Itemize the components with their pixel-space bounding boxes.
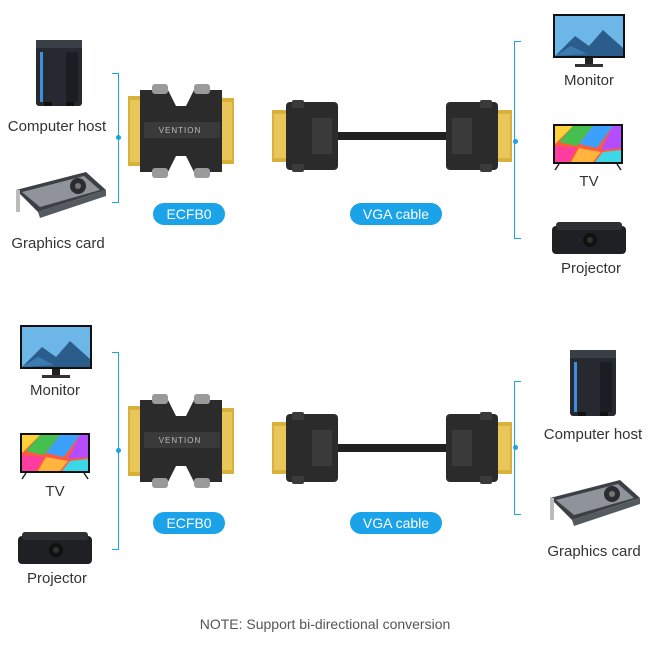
projector-icon (18, 532, 92, 564)
tv-icon (19, 432, 91, 480)
graphics-card-icon (16, 172, 106, 218)
bottom-adapter-label: ECFB0 (153, 512, 225, 534)
top-adapter-label: ECFB0 (153, 203, 225, 225)
vga-cable-image (272, 412, 512, 484)
bottom-left-device-1-label: Monitor (29, 382, 81, 399)
top-left-device-1-label: Computer host (7, 118, 107, 135)
top-right-bracket-dot (513, 139, 518, 144)
top-right-device-1-label: Monitor (563, 72, 615, 89)
tv-icon (552, 123, 624, 171)
bottom-left-bracket-dot (116, 448, 121, 453)
monitor-icon (553, 14, 625, 67)
note-text: NOTE: Support bi-directional conversion (199, 616, 451, 632)
bottom-left-device-3-label: Projector (26, 570, 88, 587)
projector-icon (552, 222, 626, 254)
monitor-icon (20, 325, 92, 378)
top-right-device-3-label: Projector (560, 260, 622, 277)
computer-host-icon (36, 40, 82, 106)
adapter-brand-text: VENTION (158, 436, 202, 445)
top-cable-label: VGA cable (350, 203, 442, 225)
bottom-right-bracket-dot (513, 445, 518, 450)
top-left-device-2-label: Graphics card (11, 235, 105, 252)
bottom-left-device-2-label: TV (45, 483, 65, 500)
graphics-card-icon (550, 480, 640, 526)
computer-host-icon (570, 350, 616, 416)
vga-cable-image (272, 100, 512, 172)
adapter-brand-text: VENTION (158, 126, 202, 135)
top-left-bracket-dot (116, 135, 121, 140)
bottom-right-device-2-label: Graphics card (547, 543, 641, 560)
bottom-cable-label: VGA cable (350, 512, 442, 534)
bottom-right-device-1-label: Computer host (543, 426, 643, 443)
top-right-device-2-label: TV (579, 173, 599, 190)
